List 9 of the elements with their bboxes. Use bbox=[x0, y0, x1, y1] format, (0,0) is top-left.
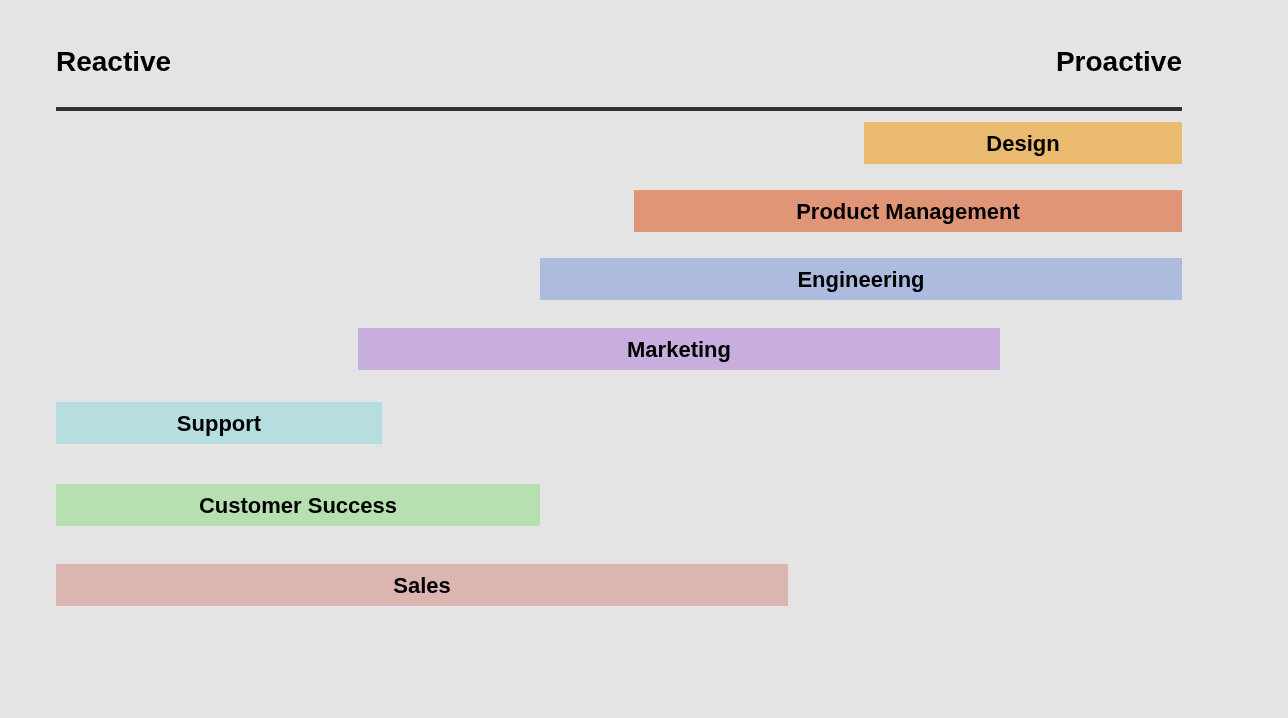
axis-end-label: Reactive bbox=[56, 45, 172, 79]
department-bar: Product Management bbox=[634, 190, 1182, 232]
department-bar: Engineering bbox=[540, 258, 1182, 300]
department-bar: Support bbox=[56, 402, 382, 444]
department-bar: Marketing bbox=[358, 328, 1000, 370]
axis-end-label: Proactive bbox=[1055, 45, 1182, 79]
department-bar: Sales bbox=[56, 564, 788, 606]
department-bar: Design bbox=[864, 122, 1182, 164]
department-bar: Customer Success bbox=[56, 484, 540, 526]
